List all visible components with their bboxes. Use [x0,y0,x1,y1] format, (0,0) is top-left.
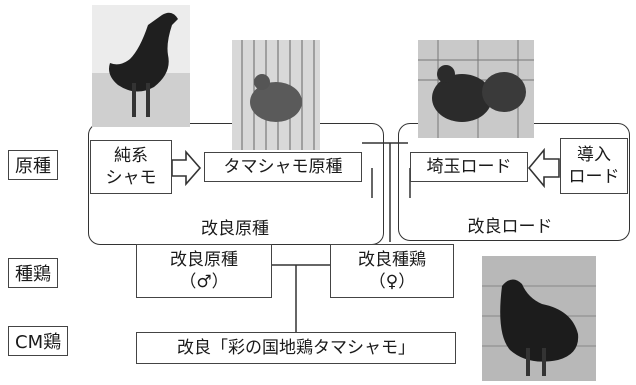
male-breeder-line2: （♂） [179,272,229,292]
female-breeder-box: 改良種鶏 （♀） [330,244,454,298]
rhode-hen-photo-icon [418,40,534,138]
product-box: 改良「彩の国地鶏タマシャモ」 [136,332,456,364]
level-label-commercial: CM鶏 [8,326,69,356]
rooster-photo-icon [92,5,190,127]
tama-shamo-stock-box: タマシャモ原種 [204,152,362,182]
arrow-left-icon [528,148,560,188]
level-label-parent-stock: 原種 [8,150,58,180]
level-label-text: 原種 [15,156,51,177]
product-rooster-photo-icon [482,256,596,381]
level-label-text: CM鶏 [15,332,62,353]
arrow-right-icon [172,150,202,186]
level-label-text: 種鶏 [15,264,51,285]
female-breeder-line1: 改良種鶏 [358,250,426,270]
left-group-caption: 改良原種 [201,219,269,239]
pure-shamo-line1: 純系 [114,146,148,166]
pure-shamo-line2: シャモ [105,168,157,188]
female-breeder-line2: （♀） [368,272,416,292]
caged-chicken-photo-icon [232,40,320,150]
saitama-rhode-label: 埼玉ロード [426,157,512,177]
pure-shamo-box: 純系 シャモ [90,140,172,194]
male-breeder-line1: 改良原種 [170,250,238,270]
saitama-rhode-box: 埼玉ロード [410,152,528,182]
right-group-caption: 改良ロード [467,217,553,237]
product-label: 改良「彩の国地鶏タマシャモ」 [177,338,415,358]
introduced-rhode-line1: 導入 [577,145,611,165]
tama-shamo-stock-label: タマシャモ原種 [223,157,343,177]
level-label-breeder: 種鶏 [8,258,58,288]
introduced-rhode-box: 導入 ロード [560,138,628,194]
male-breeder-box: 改良原種 （♂） [136,244,272,298]
introduced-rhode-line2: ロード [568,167,620,187]
